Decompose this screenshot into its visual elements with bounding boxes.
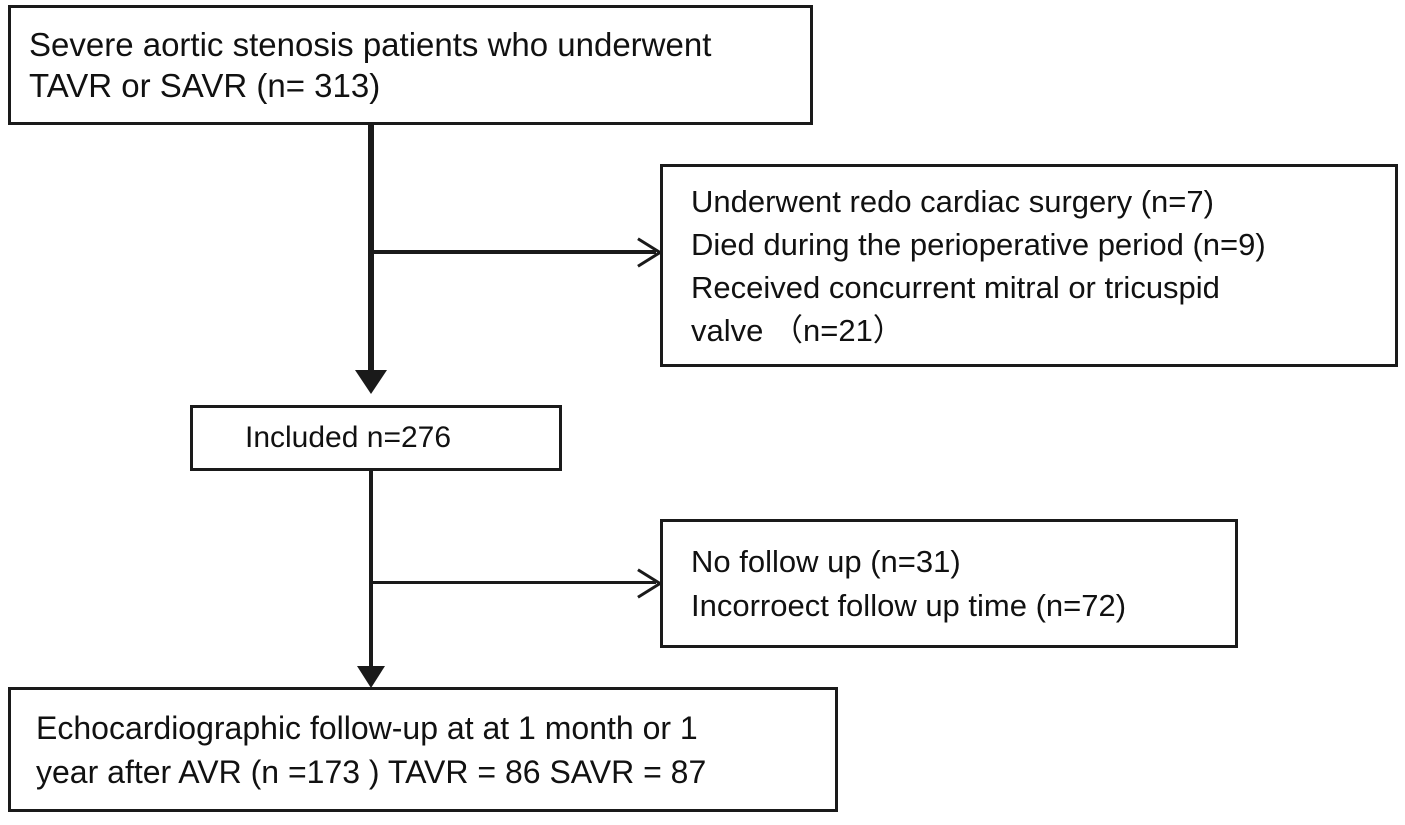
arrowhead-stroke-lower [637, 237, 661, 254]
exclusion-criteria-box-2: No follow up (n=31) Incorroect follow up… [660, 519, 1238, 648]
included-line-1: Included n=276 [245, 421, 452, 454]
arrowhead-stroke-lower [637, 568, 661, 585]
enrolled-line-2: TAVR or SAVR (n= 313) [29, 67, 381, 104]
exclusion-2-line-2: Incorroect follow up time (n=72) [691, 587, 1127, 623]
connector-included-to-exclusion-2 [369, 581, 656, 584]
arrowhead-stroke-upper [637, 582, 661, 599]
arrowhead-down-icon-2 [357, 666, 385, 688]
exclusion-1-line-2: Died during the perioperative period (n=… [691, 226, 1266, 262]
arrowhead-right-icon-2 [634, 568, 661, 599]
final-line-1: Echocardiographic follow-up at at 1 mont… [36, 709, 698, 746]
arrowhead-stroke-upper [637, 251, 661, 268]
included-cohort-box: Included n=276 [190, 405, 562, 471]
connector-enrolled-to-included [368, 125, 374, 387]
arrowhead-right-icon-1 [634, 237, 661, 268]
exclusion-1-line-4: valve （n=21） [691, 312, 904, 348]
enrolled-cohort-box: Severe aortic stenosis patients who unde… [8, 5, 813, 125]
exclusion-1-line-1: Underwent redo cardiac surgery (n=7) [691, 183, 1214, 219]
final-line-2: year after AVR (n =173 ) TAVR = 86 SAVR … [36, 753, 707, 790]
exclusion-criteria-box-1: Underwent redo cardiac surgery (n=7) Die… [660, 164, 1398, 367]
final-cohort-box: Echocardiographic follow-up at at 1 mont… [8, 687, 838, 812]
connector-enrolled-to-exclusion-1 [368, 250, 656, 254]
connector-included-to-final [369, 471, 373, 682]
exclusion-1-line-3: Received concurrent mitral or tricuspid [691, 269, 1220, 305]
exclusion-2-line-1: No follow up (n=31) [691, 543, 961, 579]
enrolled-line-1: Severe aortic stenosis patients who unde… [29, 26, 712, 63]
arrowhead-down-icon-1 [355, 370, 387, 394]
